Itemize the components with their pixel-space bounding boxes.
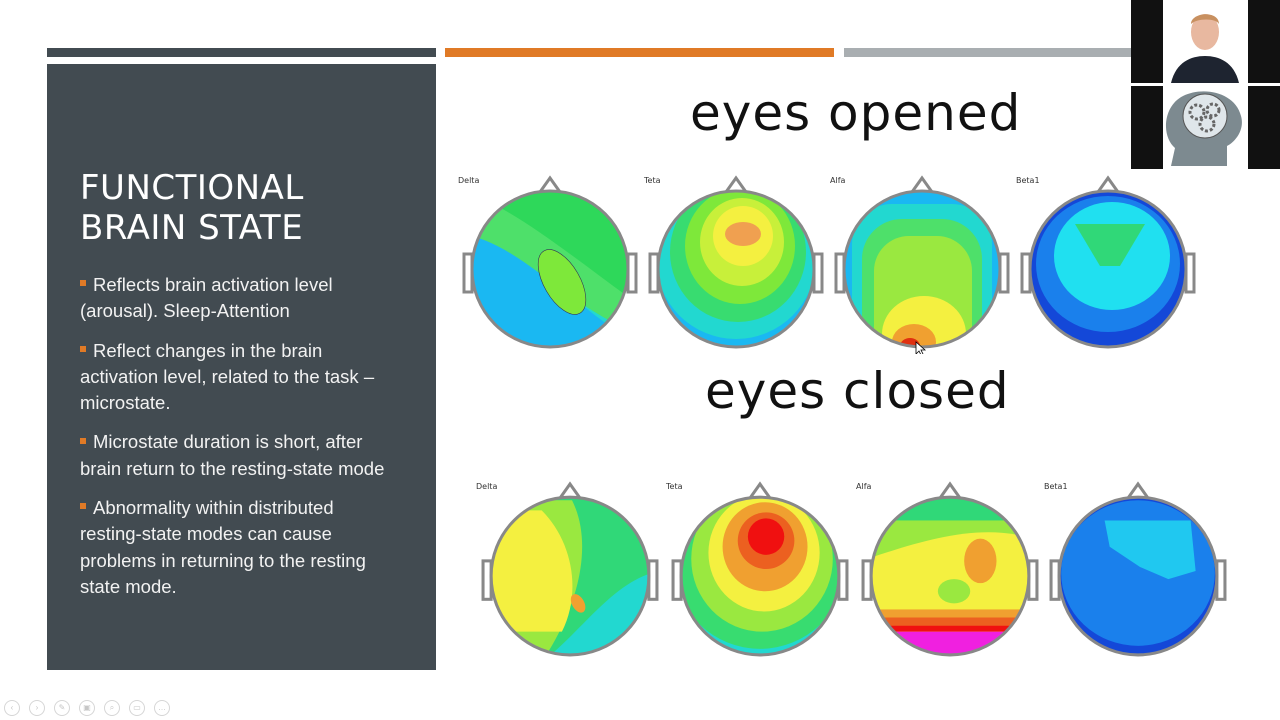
presenter-icon xyxy=(1131,0,1280,83)
top-accent-bar-orange xyxy=(445,48,834,57)
bullet-square-icon xyxy=(80,437,86,444)
bullet-square-icon xyxy=(80,280,86,287)
bullet-item: Reflect changes in the brain activation … xyxy=(80,339,375,414)
bullet-square-icon xyxy=(80,503,86,510)
heading-eyes-opened: eyes opened xyxy=(690,84,1022,142)
screen-icon[interactable]: ▭ xyxy=(129,700,145,716)
mouse-cursor-icon xyxy=(915,341,927,354)
topomap-open-delta xyxy=(462,175,638,349)
bullet-square-icon xyxy=(80,345,86,352)
heading-eyes-closed: eyes closed xyxy=(705,362,1010,420)
map-label: Alfa xyxy=(856,482,872,491)
topomap-closed-teta xyxy=(671,481,849,657)
bullet-item: Abnormality within distributed resting-s… xyxy=(80,497,366,597)
topomap-open-alfa xyxy=(834,175,1010,354)
left-text-panel: FUNCTIONAL BRAIN STATE Reflects brain ac… xyxy=(47,64,436,670)
topomap-open-teta xyxy=(648,175,824,349)
pen-icon[interactable]: ✎ xyxy=(54,700,70,716)
gears-brain-icon xyxy=(1188,102,1221,133)
map-label: Beta1 xyxy=(1016,176,1040,185)
map-label: Teta xyxy=(666,482,683,491)
zoom-icon[interactable]: ⌕ xyxy=(104,700,120,716)
map-label: Alfa xyxy=(830,176,846,185)
copy-icon[interactable]: ▣ xyxy=(79,700,95,716)
map-label: Beta1 xyxy=(1044,482,1068,491)
presenter-video-thumbnail[interactable] xyxy=(1131,0,1280,83)
next-slide-icon[interactable]: › xyxy=(29,700,45,716)
prev-slide-icon[interactable]: ‹ xyxy=(4,700,20,716)
topomap-closed-alfa xyxy=(861,481,1039,657)
map-label: Teta xyxy=(644,176,661,185)
slide-title: FUNCTIONAL BRAIN STATE xyxy=(80,168,304,248)
topomap-open-beta1 xyxy=(1020,175,1196,349)
top-accent-bar-dark xyxy=(47,48,436,57)
topomap-closed-beta1 xyxy=(1049,481,1227,657)
topomap-closed-delta xyxy=(481,481,659,657)
map-label: Delta xyxy=(476,482,498,491)
bullet-item: Reflects brain activation level (arousal… xyxy=(80,274,333,322)
more-icon[interactable]: … xyxy=(154,700,170,716)
bullet-list: Reflects brain activation level (arousal… xyxy=(80,272,400,613)
brain-logo-thumbnail[interactable] xyxy=(1131,86,1280,169)
bullet-item: Microstate duration is short, after brai… xyxy=(80,431,385,479)
top-accent-bar-gray xyxy=(844,48,1134,57)
map-label: Delta xyxy=(458,176,480,185)
